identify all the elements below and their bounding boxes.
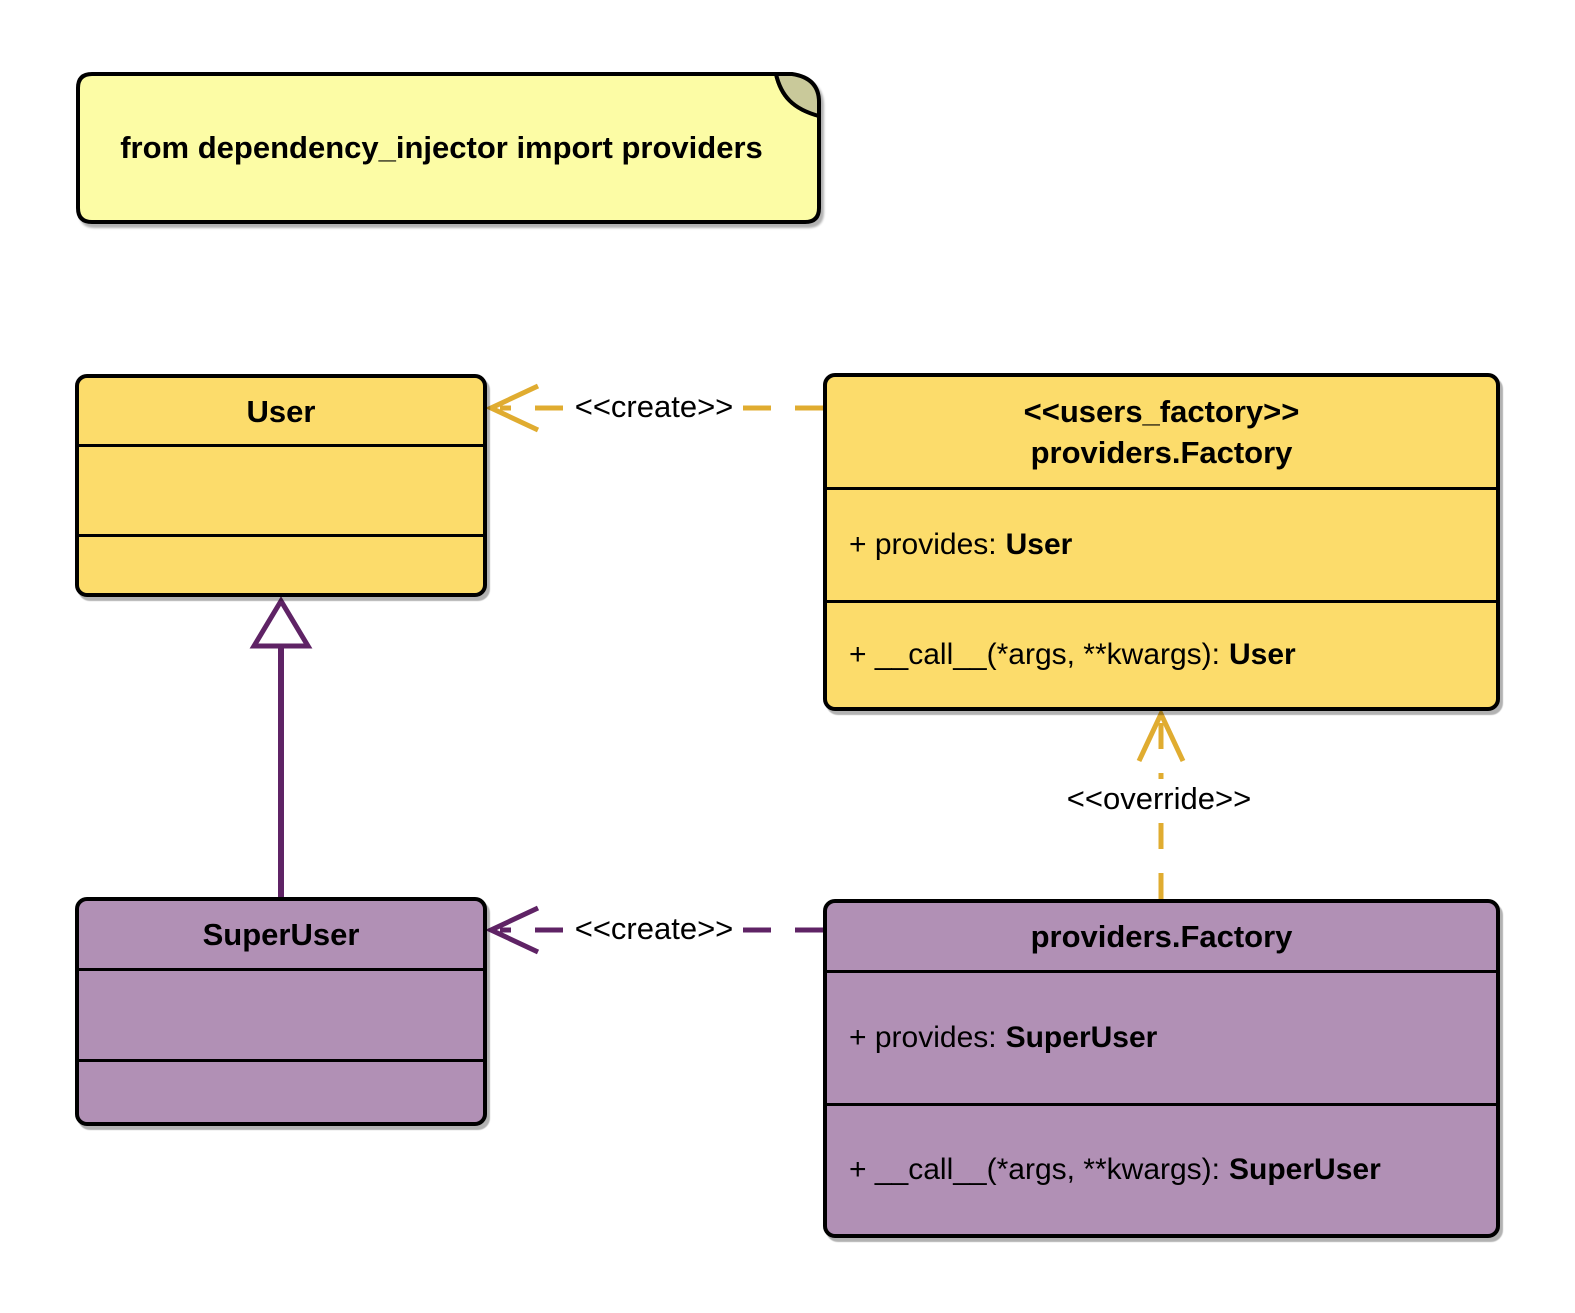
override-arrowhead-icon bbox=[1136, 708, 1186, 763]
create-superuser-arrowhead-icon bbox=[485, 905, 540, 955]
attribute-label: + provides: bbox=[849, 1021, 997, 1054]
note-text: from dependency_injector import provider… bbox=[120, 130, 763, 165]
method-type: User bbox=[1229, 638, 1296, 671]
class-super-users-factory-attributes: + provides: SuperUser bbox=[827, 973, 1496, 1106]
class-users-factory: <<users_factory>> providers.Factory + pr… bbox=[823, 373, 1500, 711]
class-name: SuperUser bbox=[202, 917, 360, 952]
class-stereotype: <<users_factory>> bbox=[1023, 394, 1300, 429]
method-label: + __call__(*args, **kwargs): bbox=[849, 638, 1221, 671]
override-edge-label: <<override>> bbox=[1057, 779, 1261, 819]
class-name: providers.Factory bbox=[1030, 435, 1293, 470]
attribute-label: + provides: bbox=[849, 528, 997, 561]
class-superuser: SuperUser bbox=[75, 897, 487, 1126]
class-users-factory-attributes: + provides: User bbox=[827, 490, 1496, 603]
class-super-users-factory-title: providers.Factory bbox=[827, 903, 1496, 973]
code-note: from dependency_injector import provider… bbox=[76, 72, 821, 224]
class-users-factory-methods: + __call__(*args, **kwargs): User bbox=[827, 603, 1496, 707]
class-superuser-title: SuperUser bbox=[79, 901, 483, 971]
class-user-attributes bbox=[79, 447, 483, 537]
note-shape bbox=[76, 72, 821, 224]
create-superuser-edge-label: <<create>> bbox=[565, 909, 743, 949]
create-user-arrowhead-icon bbox=[485, 383, 540, 433]
class-user: User bbox=[75, 374, 487, 597]
attribute-type: User bbox=[1005, 528, 1073, 561]
class-user-title: User bbox=[79, 378, 483, 447]
class-users-factory-title: <<users_factory>> providers.Factory bbox=[827, 377, 1496, 490]
generalization-triangle-icon bbox=[249, 596, 313, 649]
generalization-edge bbox=[249, 596, 313, 899]
class-superuser-attributes bbox=[79, 971, 483, 1062]
class-user-methods bbox=[79, 537, 483, 593]
create-user-edge-label: <<create>> bbox=[565, 387, 743, 427]
class-super-users-factory-methods: + __call__(*args, **kwargs): SuperUser bbox=[827, 1106, 1496, 1234]
class-super-users-factory: providers.Factory + provides: SuperUser … bbox=[823, 899, 1500, 1238]
override-edge bbox=[1136, 708, 1186, 899]
class-superuser-methods bbox=[79, 1062, 483, 1122]
class-name: User bbox=[246, 393, 316, 429]
method-type: SuperUser bbox=[1229, 1153, 1381, 1186]
method-label: + __call__(*args, **kwargs): bbox=[849, 1153, 1221, 1186]
note-fold-icon bbox=[774, 72, 821, 118]
attribute-type: SuperUser bbox=[1005, 1021, 1158, 1054]
class-name: providers.Factory bbox=[1030, 919, 1293, 954]
